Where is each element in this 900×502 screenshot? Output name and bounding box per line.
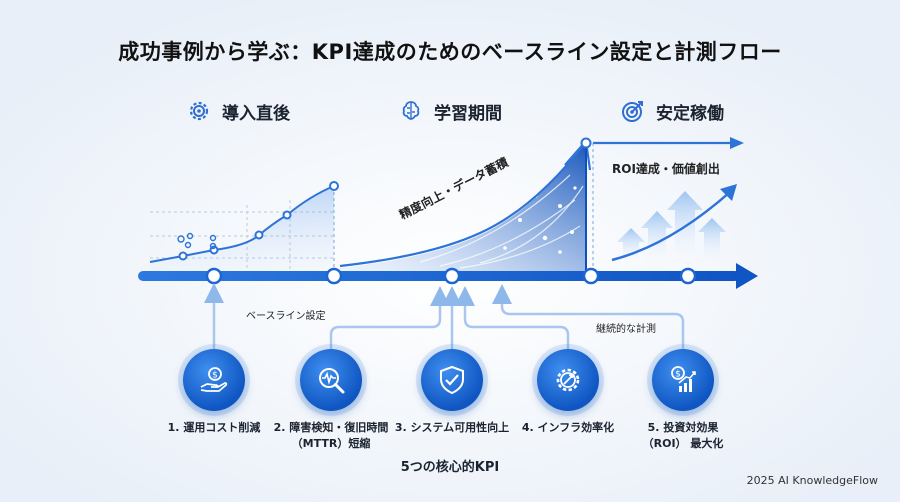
timeline-arrowhead	[736, 263, 758, 289]
kpi-5-label-line1: 5. 投資対効果	[647, 421, 719, 434]
kpi-2-label: 2. 障害検知・復旧時間 （MTTR）短縮	[256, 420, 406, 452]
gear-icon	[189, 101, 209, 121]
learning-streaks	[419, 174, 584, 269]
phase-label: 安定稼働	[656, 103, 724, 124]
kpi-5-label: 5. 投資対効果 （ROI） 最大化	[608, 420, 758, 452]
svg-text:$: $	[212, 371, 218, 381]
shield-check-icon	[440, 365, 464, 395]
phase-label: 学習期間	[434, 103, 502, 124]
kpi-2-label-line2: （MTTR）短縮	[291, 437, 371, 450]
roi-label: ROI達成・価値創出	[612, 162, 720, 176]
kpi-5-label-line2: （ROI） 最大化	[642, 437, 724, 450]
small-flow-icon	[177, 232, 217, 250]
phase-initial: 導入直後	[186, 98, 290, 124]
kpi-5-icon: $	[652, 349, 714, 411]
money-hand-icon: $	[200, 367, 228, 392]
kpi-3-label: 3. システム可用性向上	[394, 421, 510, 434]
brain-icon	[402, 101, 420, 120]
footer-credit: 2025 AI KnowledgeFlow	[746, 474, 878, 487]
timeline-nodes	[205, 267, 697, 285]
kpi-2-icon	[300, 349, 362, 411]
kpi-3-icon	[421, 349, 483, 411]
kpi-connectors	[204, 283, 685, 349]
kpi-4-label: 4. インフラ効率化	[521, 421, 615, 434]
initial-curve	[149, 185, 335, 263]
kpi-2-label-line1: 2. 障害検知・復旧時間	[273, 421, 389, 434]
learning-area	[340, 143, 585, 272]
timeline-bar	[138, 271, 740, 281]
page-title: 成功事例から学ぶ：KPI達成のためのベースライン設定と計測フロー	[118, 40, 782, 64]
phase-stable: 安定稼働	[620, 98, 724, 124]
initial-points	[178, 181, 339, 261]
roi-chart-icon: $	[671, 366, 696, 392]
svg-text:$: $	[675, 370, 681, 380]
roi-rising-arrow	[611, 191, 731, 262]
kpi-1-icon: $	[183, 349, 245, 411]
initial-area	[150, 186, 334, 271]
kpi-4-icon	[537, 349, 599, 411]
gear-wrench-icon	[556, 368, 580, 392]
phase-label: 導入直後	[222, 103, 290, 124]
target-icon	[622, 101, 643, 122]
baseline-label: ベースライン設定	[246, 311, 326, 322]
magnifier-pulse-icon	[319, 368, 345, 394]
kpi-section-label: 5つの核心的KPI	[400, 460, 500, 475]
kpi-1-label: 1. 運用コスト削減	[167, 421, 261, 434]
continuous-measurement-label: 継続的な計測	[596, 324, 656, 335]
learning-curve	[339, 142, 586, 268]
learning-peak-point	[580, 137, 592, 149]
phase-learning: 学習期間	[398, 98, 502, 124]
